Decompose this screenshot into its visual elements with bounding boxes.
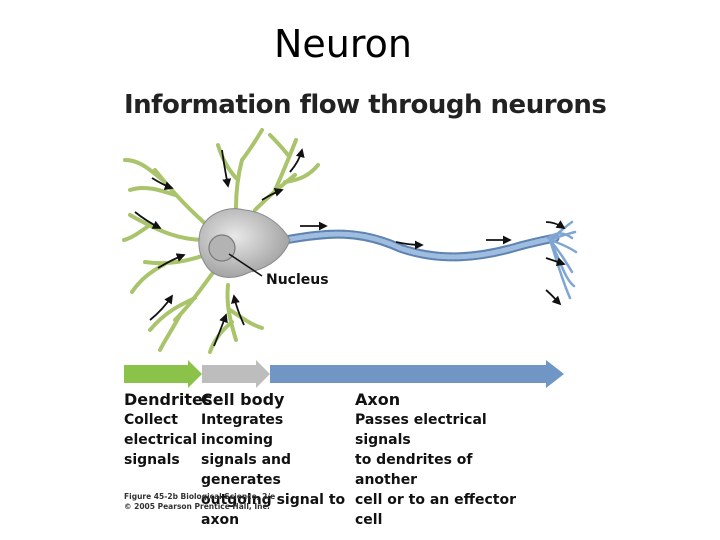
axon-desc-line: to dendrites of another xyxy=(355,452,473,488)
figure-credit: Figure 45-2b Biological Science, 2/e © 2… xyxy=(124,492,275,512)
dendrites-label-block: Dendrites Collect electrical signals xyxy=(124,390,213,470)
nucleus-label: Nucleus xyxy=(266,272,329,288)
axon-arrow xyxy=(270,360,564,388)
cellbody-desc-line: axon xyxy=(201,512,240,528)
credit-line: Figure 45-2b Biological Science, 2/e xyxy=(124,492,276,501)
cell-body xyxy=(198,208,291,278)
cellbody-desc-line: Integrates incoming xyxy=(201,412,284,448)
cellbody-desc-line: signals and generates xyxy=(201,452,292,488)
dendrites-desc-line: Collect xyxy=(124,412,178,428)
nucleus xyxy=(208,234,236,262)
axon-label-block: Axon Passes electrical signals to dendri… xyxy=(355,390,525,530)
cellbody-heading: Cell body xyxy=(201,390,285,409)
figure-title: Information flow through neurons xyxy=(124,90,607,120)
slide-title: Neuron xyxy=(273,22,412,66)
flow-arrows xyxy=(134,148,566,347)
dendrites xyxy=(122,128,320,354)
axon-desc-line: cell or to an effector cell xyxy=(355,492,516,528)
cellbody-label-block: Cell body Integrates incoming signals an… xyxy=(201,390,351,530)
axon xyxy=(280,220,578,300)
credit-line: © 2005 Pearson Prentice Hall, Inc. xyxy=(124,502,270,511)
cellbody-desc-line: outgoing signal to xyxy=(201,492,346,508)
dendrites-heading: Dendrites xyxy=(124,390,213,409)
dendrites-arrow xyxy=(124,360,202,388)
axon-desc-line: Passes electrical signals xyxy=(355,412,487,448)
cell-body-arrow xyxy=(202,360,270,388)
dendrites-desc-line: signals xyxy=(124,452,180,468)
axon-heading: Axon xyxy=(355,390,401,409)
dendrites-desc-line: electrical xyxy=(124,432,198,448)
region-arrows xyxy=(124,360,564,388)
